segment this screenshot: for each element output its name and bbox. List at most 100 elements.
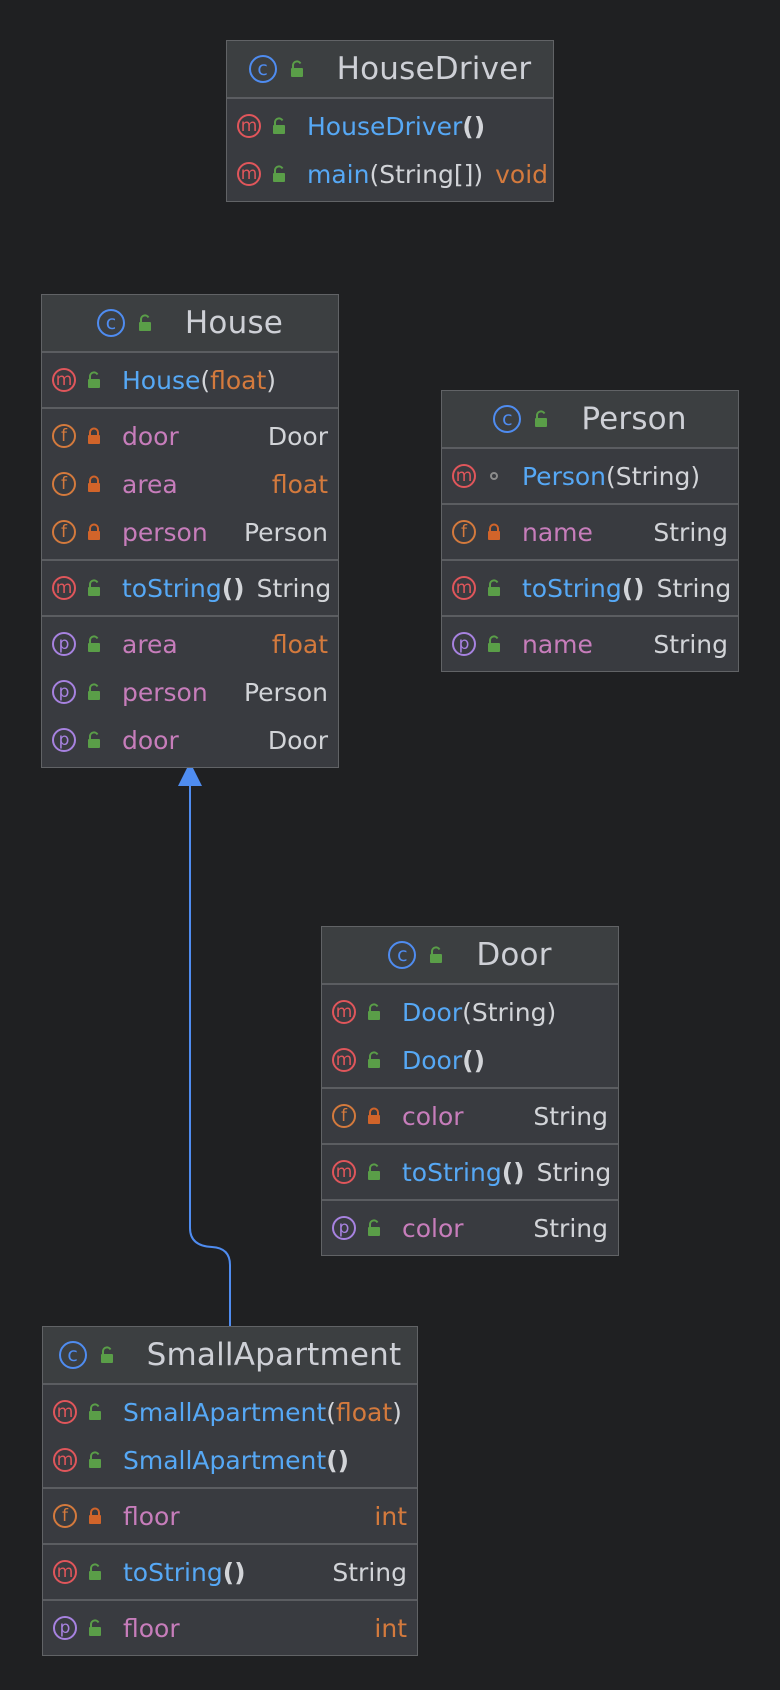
field-type: float [271,469,328,499]
open-paren: ( [221,573,234,603]
public-lock-icon [86,579,102,597]
field-type: Door [267,421,328,451]
open-paren: ( [326,1397,336,1427]
method-name: Person [522,461,607,491]
field-name: name [522,517,593,547]
parameter-type: float [335,1397,393,1427]
open-paren: ( [326,1445,338,1475]
field-name: floor [123,1501,180,1531]
class-section: f name String [442,505,738,561]
method-icon: m [52,576,76,600]
property-icon: p [52,632,76,656]
parameter-type: String [471,997,547,1027]
private-lock-icon [87,1507,103,1525]
property-name: floor [123,1613,180,1643]
class-icon: c [96,309,125,337]
property-icon: p [332,1216,356,1240]
public-lock-icon [366,1219,382,1237]
close-paren: ) [473,111,486,141]
field-type: String [533,1213,608,1243]
public-lock-icon [366,1163,382,1181]
public-lock-icon [87,1451,103,1469]
property-icon: p [452,632,476,656]
open-paren: ( [501,1157,514,1187]
field-type: float [271,629,328,659]
field-type: String [653,517,728,547]
method-icon: m [452,576,476,600]
method-icon: m [332,1048,356,1072]
class-name: House [184,305,284,341]
field-icon: f [452,520,476,544]
public-lock-icon [289,60,305,78]
public-lock-icon [86,731,102,749]
public-lock-icon [87,1563,103,1581]
close-paren: ) [633,573,645,603]
field-icon: f [52,472,76,496]
close-paren: ) [690,461,701,491]
method-icon: m [332,1160,356,1184]
field-type: Person [243,677,328,707]
method-icon: m [452,464,476,488]
close-paren: ) [233,573,245,603]
private-lock-icon [366,1107,382,1125]
return-type: String [332,1557,407,1587]
method-icon: m [52,368,76,392]
public-lock-icon [366,1051,382,1069]
method-icon: m [53,1448,77,1472]
public-lock-icon [271,165,287,183]
private-lock-icon [86,523,102,541]
field-row[interactable]: f name String [442,508,738,556]
method-name: House [122,365,201,395]
field-name: person [122,517,208,547]
method-name: toString [122,573,222,603]
close-paren: ) [473,1045,485,1075]
method-icon: m [332,1000,356,1024]
field-icon: f [53,1504,77,1528]
field-name: color [402,1101,464,1131]
property-icon: p [52,680,76,704]
return-type: String [656,573,732,603]
inheritance-edge-smallapartment-house[interactable] [189,783,231,1326]
public-lock-icon [271,117,287,135]
private-lock-icon [486,523,502,541]
